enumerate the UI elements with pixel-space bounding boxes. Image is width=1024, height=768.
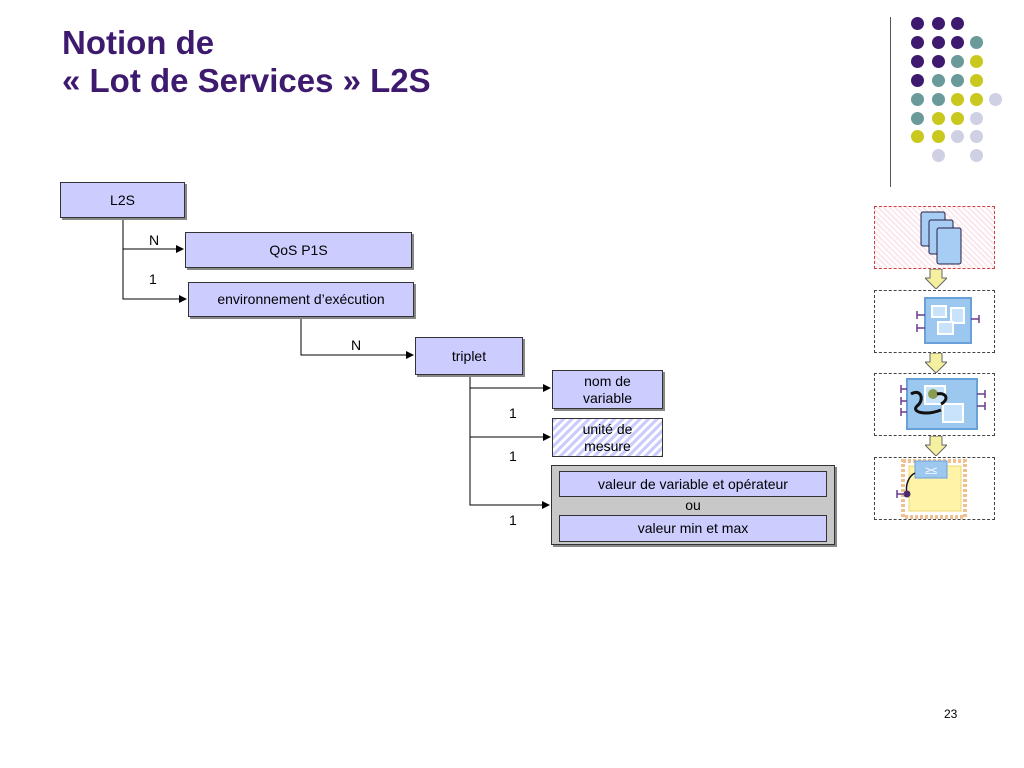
cardinality-triplet-unite: 1 (509, 448, 517, 464)
dot (951, 55, 964, 68)
node-nom-de-variable: nom de variable (552, 370, 663, 409)
dot (970, 55, 983, 68)
node-unite-de-mesure: unité de mesure (552, 418, 663, 457)
dot (932, 149, 945, 162)
cardinality-triplet-valeur: 1 (509, 512, 517, 528)
component-icon (916, 297, 980, 344)
dot (911, 17, 924, 30)
dot (911, 36, 924, 49)
dot (932, 17, 945, 30)
dot (951, 74, 964, 87)
down-arrow-icon (925, 269, 947, 289)
dot (951, 36, 964, 49)
dot (951, 130, 964, 143)
dot (932, 112, 945, 125)
node-triplet: triplet (415, 337, 523, 375)
dot (951, 93, 964, 106)
dot (911, 74, 924, 87)
svg-text:≥≤: ≥≤ (925, 465, 937, 477)
node-environnement: environnement d’exécution (188, 282, 414, 317)
dot (951, 17, 964, 30)
dot (970, 93, 983, 106)
composite-component-icon (900, 378, 986, 430)
node-valeur-variable-operateur: valeur de variable et opérateur (559, 471, 827, 497)
title-line-1: Notion de (62, 24, 215, 61)
dot (951, 112, 964, 125)
down-arrow-icon (925, 436, 947, 456)
dot (932, 55, 945, 68)
slide-title: Notion de « Lot de Services » L2S (62, 24, 431, 100)
ou-label: ou (685, 497, 701, 513)
dot (970, 149, 983, 162)
page-number: 23 (944, 707, 958, 721)
dot (932, 93, 945, 106)
dot (911, 55, 924, 68)
cardinality-l2s-qos: N (149, 232, 160, 248)
down-arrow-icon (925, 353, 947, 373)
node-qos-p1s: QoS P1S (185, 232, 412, 268)
node-valeur-min-max: valeur min et max (559, 515, 827, 542)
comparator-icon: ≥≤ (896, 459, 967, 519)
dot (970, 112, 983, 125)
dot (911, 130, 924, 143)
dot (970, 130, 983, 143)
dot (911, 93, 924, 106)
component-frame (874, 290, 995, 353)
dot (989, 93, 1002, 106)
divider-line (890, 17, 891, 187)
composite-frame (874, 373, 995, 436)
dot (911, 112, 924, 125)
dot (932, 130, 945, 143)
dot (932, 74, 945, 87)
node-l2s: L2S (60, 182, 185, 218)
cardinality-triplet-nom: 1 (509, 405, 517, 421)
dot (970, 36, 983, 49)
cardinality-l2s-env: 1 (149, 271, 157, 287)
dot (970, 74, 983, 87)
title-line-2: « Lot de Services » L2S (62, 62, 431, 99)
cardinality-env-triplet: N (351, 337, 362, 353)
documents-frame (874, 206, 995, 269)
documents-icon (920, 211, 962, 265)
dot (932, 36, 945, 49)
comparator-frame: ≥≤ (874, 457, 995, 520)
